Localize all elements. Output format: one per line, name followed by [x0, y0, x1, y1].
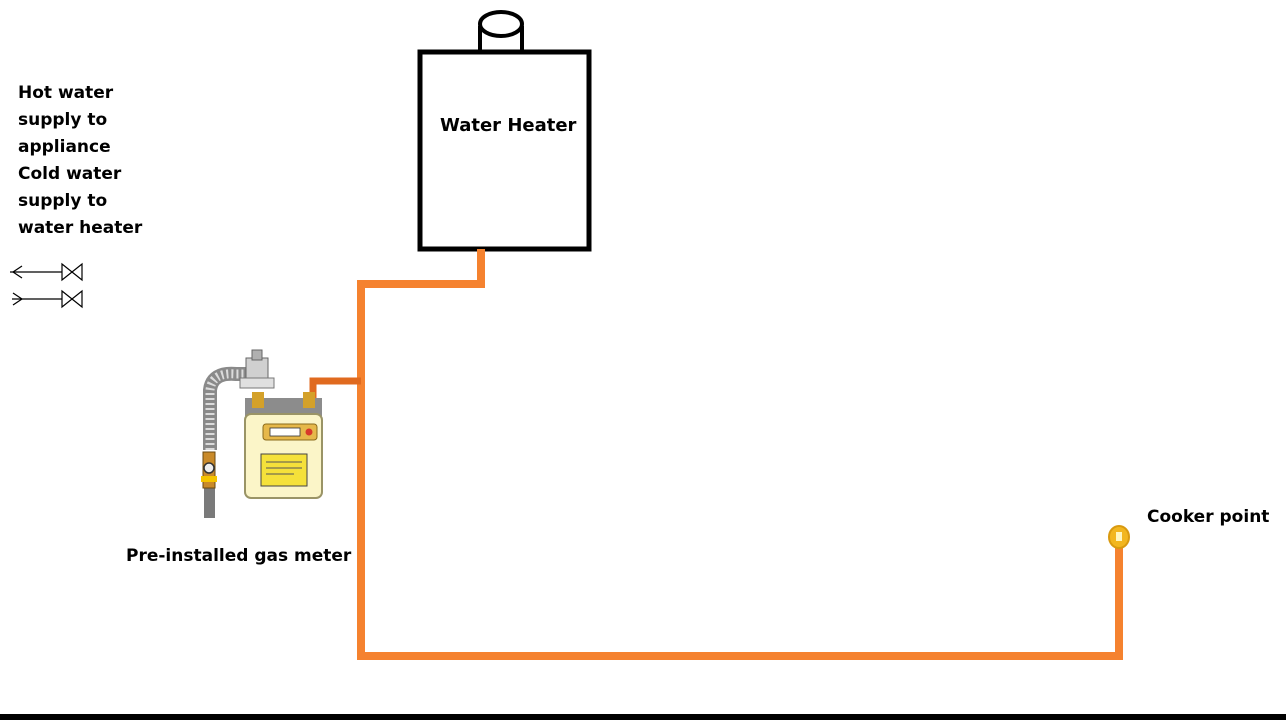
gas-meter-label: Pre-installed gas meter [126, 546, 352, 566]
flue-top [478, 10, 524, 38]
cooker-point-label: Cooker point [1147, 507, 1270, 527]
cold-water-valve-icon [12, 289, 83, 309]
legend-line: supply to [18, 110, 108, 130]
gas-pipes [309, 249, 1123, 660]
legend-line: supply to [18, 191, 108, 211]
valve-legend [10, 262, 83, 309]
legend-line: appliance [18, 137, 111, 157]
pipe-heater-feed [357, 249, 1123, 660]
hot-water-valve-icon [10, 262, 83, 282]
water-heater-body [417, 49, 592, 252]
legend-line: Cold water [18, 164, 122, 184]
cooker-point [1108, 525, 1130, 549]
legend-line: water heater [18, 218, 143, 238]
valve-legend-labels: Hot water supply to appliance Cold water… [18, 80, 142, 242]
gas-meter-icon [201, 349, 323, 518]
ground-line [0, 714, 1286, 720]
water-heater [417, 10, 592, 252]
water-heater-label: Water Heater [440, 115, 577, 136]
legend-line: Hot water [18, 83, 114, 103]
pipe-meter-branch [309, 377, 361, 398]
